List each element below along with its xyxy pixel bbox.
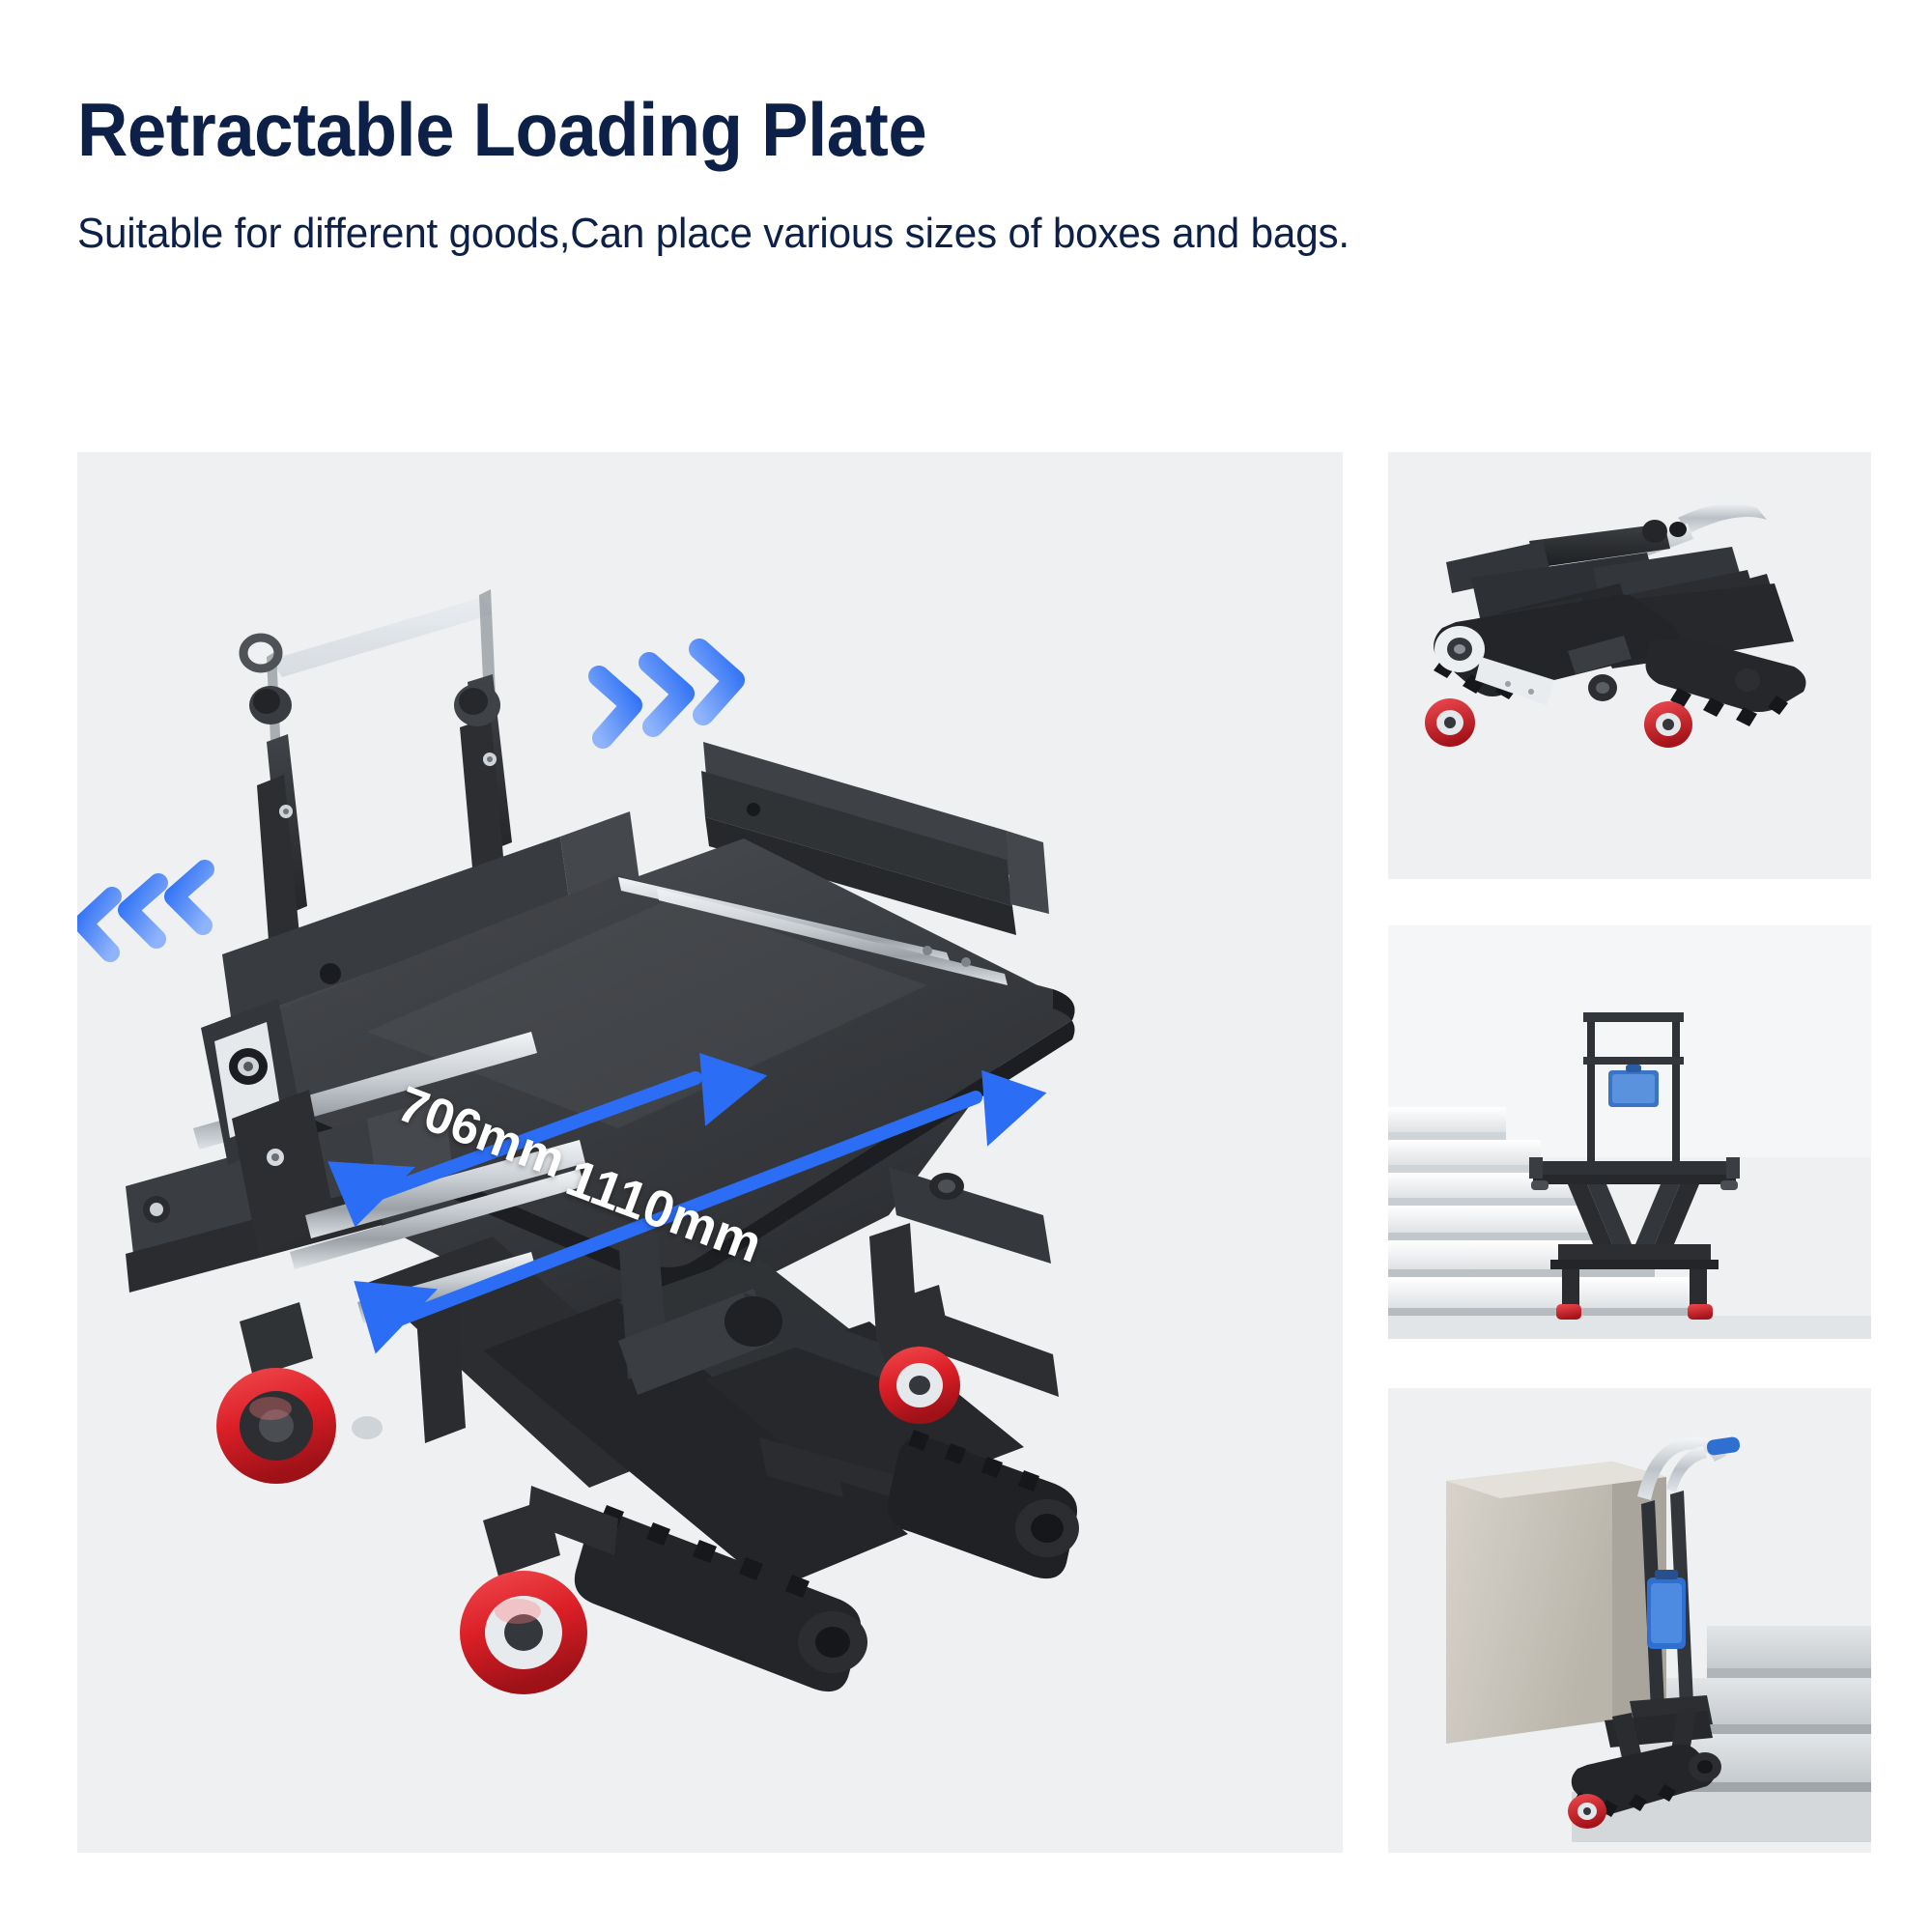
thumbnail-carrying-box-on-stairs[interactable] — [1388, 1388, 1871, 1853]
rubber-track-bottom — [527, 1486, 867, 1692]
thumbnail-folded-chassis[interactable] — [1388, 452, 1871, 879]
thumb-2-svg — [1388, 925, 1871, 1339]
right-side-rail — [701, 742, 1049, 935]
dimension-arrow-1110 — [354, 1069, 1047, 1354]
rubber-track-right — [887, 1430, 1079, 1579]
chevron-right-3 — [689, 639, 745, 725]
dimension-arrow-706 — [327, 1053, 768, 1228]
caster-wheel-front — [460, 1499, 587, 1694]
chevron-right-1 — [588, 666, 642, 749]
chevron-left-3 — [77, 887, 122, 962]
chevron-group-right — [588, 639, 745, 749]
chevron-left-1 — [164, 860, 214, 935]
header-block: Retractable Loading Plate Suitable for d… — [77, 92, 1874, 262]
main-product-panel: 706mm 1110mm — [77, 452, 1343, 1853]
handle-assembly — [239, 589, 512, 966]
thumb-1-svg — [1425, 502, 1806, 748]
chevron-left-2 — [118, 873, 168, 949]
page-title: Retractable Loading Plate — [77, 87, 927, 172]
trolley-side — [1568, 1436, 1741, 1829]
main-render-svg — [77, 589, 1079, 1694]
caster-wheel-left — [216, 1302, 336, 1484]
chevron-right-2 — [639, 652, 695, 737]
page-subtitle: Suitable for different goods,Can place v… — [77, 210, 1350, 257]
trolley-front — [1529, 1012, 1740, 1320]
caster-wheel-right — [879, 1285, 960, 1424]
chevron-group-left — [77, 860, 214, 962]
slide-rails — [618, 877, 1008, 985]
thumbnail-stair-climb-front[interactable] — [1388, 925, 1871, 1339]
thumb-3-svg — [1388, 1388, 1871, 1853]
